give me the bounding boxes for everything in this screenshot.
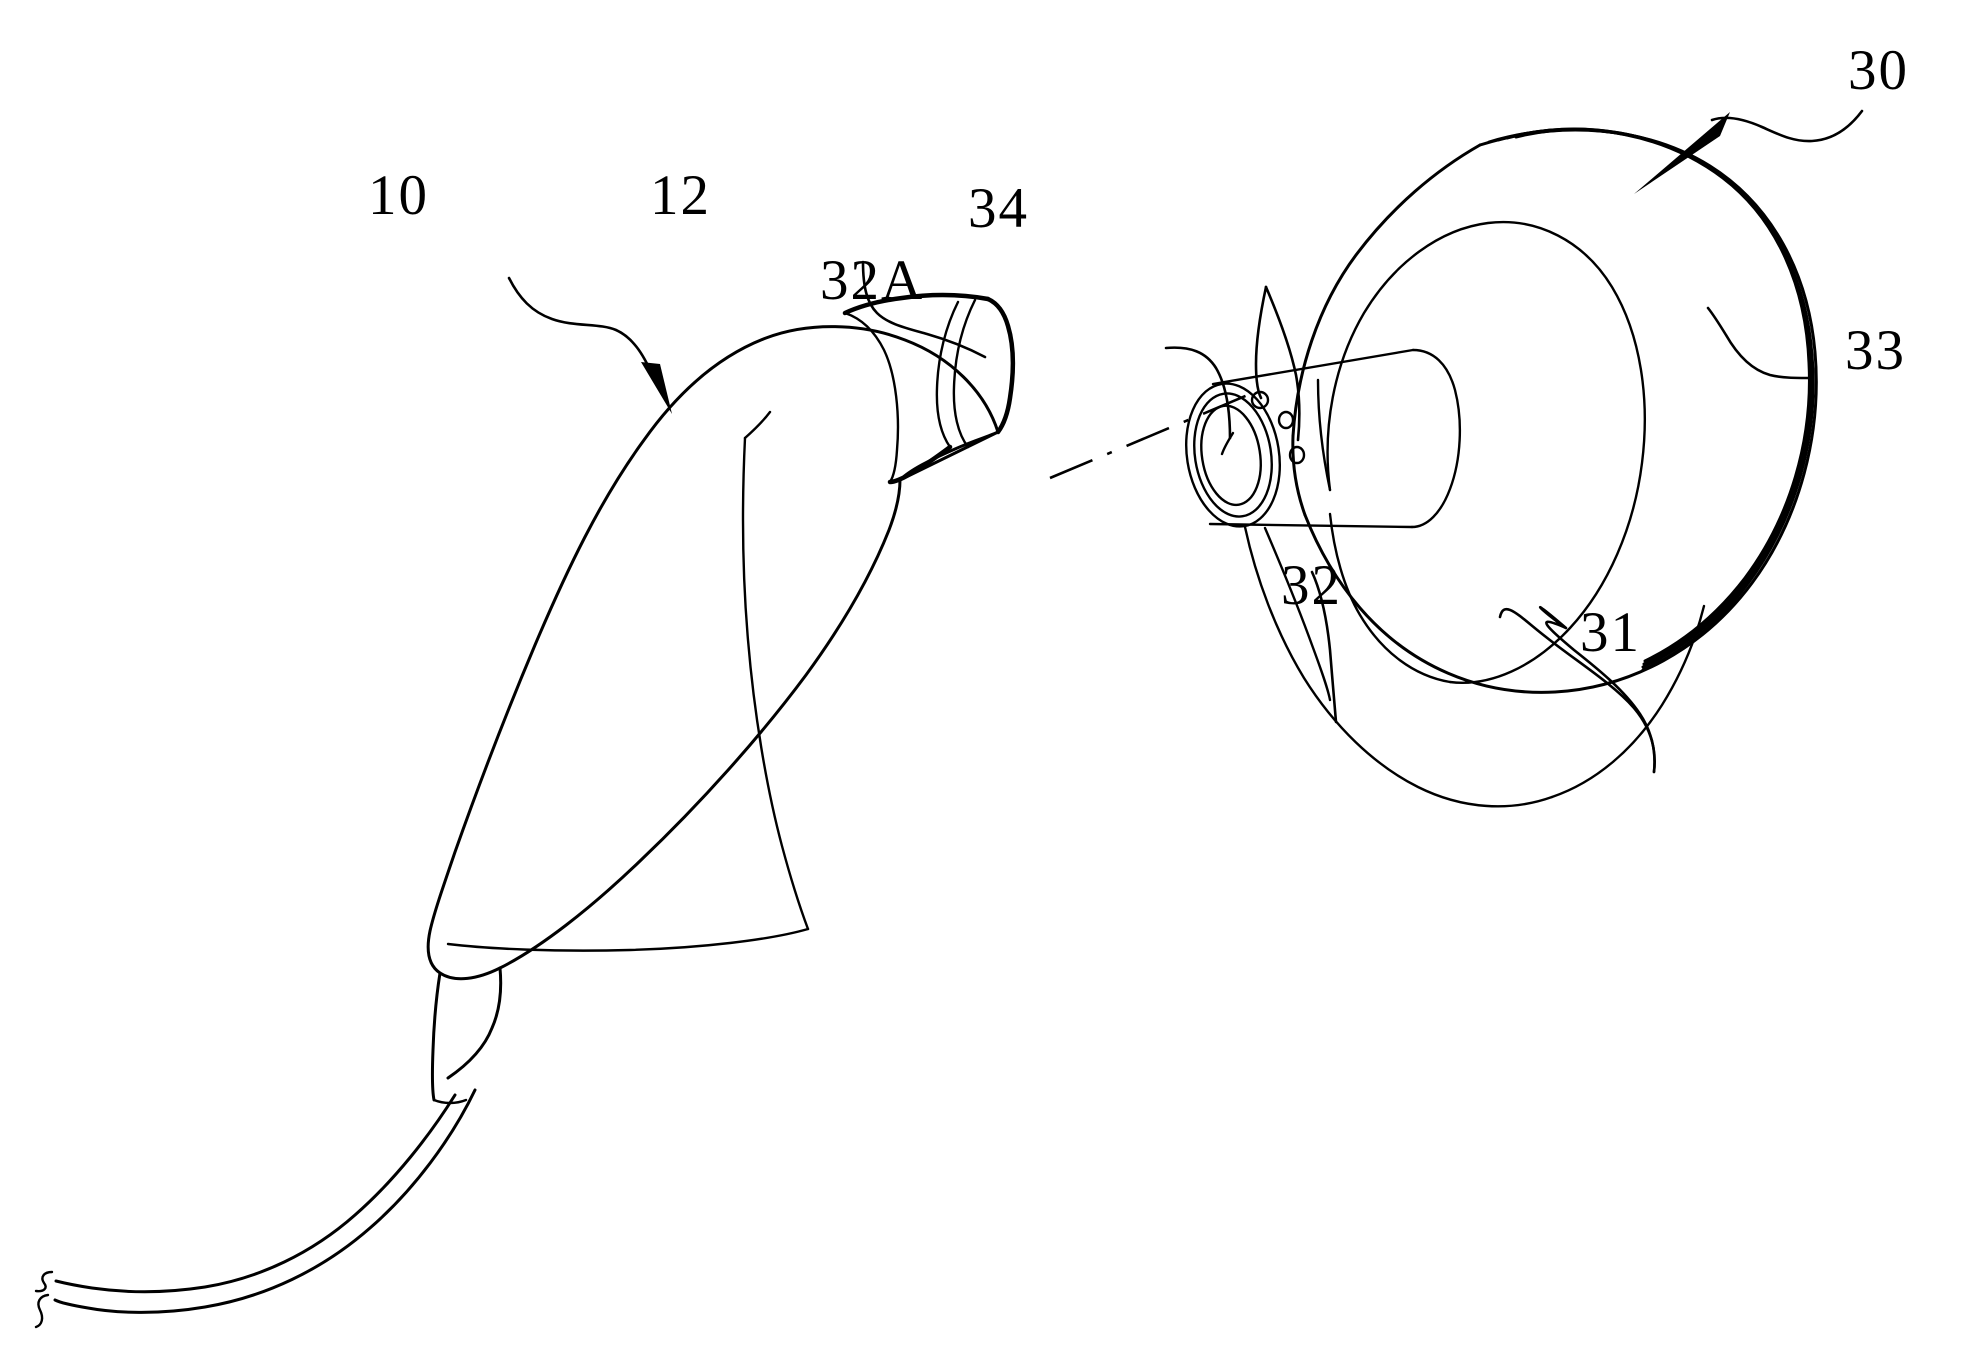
cradle-hub-inner-contour bbox=[1328, 512, 1452, 684]
earphone-tail-boot-right bbox=[446, 966, 503, 1080]
cable-break-squiggle-top bbox=[34, 1270, 54, 1293]
ref-label-32a: 32A bbox=[820, 249, 925, 312]
cable-break-squiggle-bottom bbox=[34, 1293, 50, 1329]
charging-post-top-edge bbox=[1211, 348, 1415, 386]
nozzle-collar-outer-rim bbox=[985, 296, 1016, 435]
connector-face-ellipse-middle bbox=[1193, 392, 1273, 518]
cradle-hub-dome-outline bbox=[1326, 220, 1646, 684]
contact-pin-2 bbox=[1277, 410, 1295, 430]
leader-line-34-a bbox=[1254, 285, 1268, 400]
leader-arrowhead-30 bbox=[1634, 112, 1730, 194]
nozzle-collar-top-edge bbox=[842, 292, 991, 316]
leader-lines-group bbox=[507, 109, 1864, 774]
cradle-hub-cone-upper bbox=[1316, 378, 1332, 492]
leader-line-32 bbox=[1310, 570, 1338, 724]
connector-face-ellipse-inner bbox=[1200, 404, 1262, 507]
post-connector-face bbox=[1184, 382, 1282, 528]
earphone-cable-lower-strand bbox=[53, 1088, 477, 1314]
earphone-facet-seam-b bbox=[446, 927, 810, 952]
cradle-rim-line-1 bbox=[1487, 128, 1815, 672]
charging-cradle-assembly bbox=[1184, 127, 1818, 808]
leader-line-31-main bbox=[1498, 607, 1656, 774]
cradle-rim-line-4 bbox=[1514, 128, 1811, 663]
nozzle-collar-bottom bbox=[887, 444, 953, 485]
cradle-disc-lower-left-edge bbox=[1291, 434, 1307, 517]
leader-line-34-b bbox=[1264, 285, 1301, 442]
cradle-hub-lower-shadow-2 bbox=[1550, 604, 1706, 799]
leader-line-10 bbox=[507, 276, 657, 383]
ref-label-34: 34 bbox=[968, 177, 1029, 240]
cradle-rim-line-2 bbox=[1496, 127, 1814, 669]
earphone-facet-seam-a bbox=[741, 436, 810, 931]
ref-label-31: 31 bbox=[1580, 601, 1641, 664]
ref-label-33: 33 bbox=[1845, 319, 1906, 382]
earphone-shell-outline bbox=[426, 325, 1000, 981]
charging-post-far-cap bbox=[1410, 348, 1462, 529]
cradle-disc-upper-left-edge bbox=[1291, 143, 1482, 438]
contact-pin-3 bbox=[1288, 445, 1306, 465]
nozzle-ridge-line-2 bbox=[952, 298, 977, 449]
ref-label-10: 10 bbox=[368, 164, 429, 227]
earphone-cable-upper-strand bbox=[54, 1093, 457, 1294]
ref-label-30: 30 bbox=[1848, 39, 1909, 102]
leader-line-30 bbox=[1710, 109, 1864, 143]
cradle-rim-line-3 bbox=[1505, 127, 1813, 666]
connector-face-inner-tick bbox=[1220, 431, 1235, 456]
earphone-assembly bbox=[34, 292, 1016, 1329]
cradle-hub-lower-shadow bbox=[1243, 525, 1554, 808]
leader-arrowhead-10 bbox=[641, 362, 672, 414]
charging-post-bottom-edge bbox=[1208, 522, 1414, 529]
leader-line-33 bbox=[1706, 306, 1814, 380]
nozzle-ridge-line-1 bbox=[935, 300, 960, 449]
ref-label-32: 32 bbox=[1281, 554, 1342, 617]
charging-post-base-seam bbox=[1263, 526, 1332, 702]
earphone-facet-seam-c bbox=[743, 410, 772, 440]
leader-line-12 bbox=[861, 260, 987, 359]
ref-label-12: 12 bbox=[650, 164, 711, 227]
leader-line-32a bbox=[1164, 346, 1232, 440]
nozzle-ridge-line-3 bbox=[843, 311, 900, 484]
cradle-disc-outline bbox=[1303, 128, 1818, 694]
earphone-tail-boot bbox=[430, 971, 442, 1102]
